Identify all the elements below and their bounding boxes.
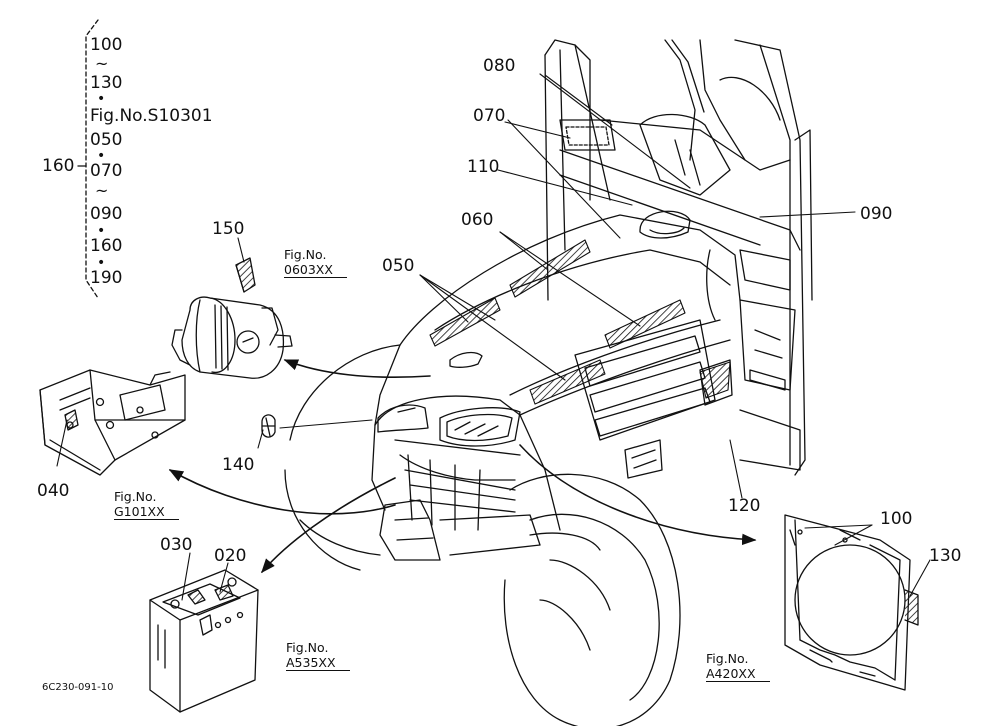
- list-entry: 130: [90, 73, 123, 93]
- list-entry: 190: [90, 268, 123, 288]
- callout-040: 040: [37, 481, 70, 501]
- figref-label: Fig.No.: [706, 651, 749, 666]
- emblem: [261, 414, 276, 438]
- callout-120: 120: [728, 496, 761, 516]
- list-entry: Fig.No.S10301: [90, 106, 213, 126]
- figref-number: G101XX: [114, 504, 179, 520]
- list-bracket: [77, 19, 99, 299]
- movement-arrows: [168, 359, 757, 574]
- list-entry: •: [97, 91, 106, 107]
- figref-number: A535XX: [286, 655, 350, 671]
- callout-020: 020: [214, 546, 247, 566]
- callout-100: 100: [880, 509, 913, 529]
- callout-090: 090: [860, 204, 893, 224]
- part-150-pad: [235, 257, 256, 293]
- figref-radiator-shroud: Fig.No. A420XX: [706, 651, 770, 682]
- callout-030: 030: [160, 535, 193, 555]
- callout-160: 160: [42, 156, 75, 176]
- front-frame: [39, 369, 186, 476]
- list-entry: •: [97, 255, 106, 271]
- callout-150: 150: [212, 219, 245, 239]
- callout-070: 070: [473, 106, 506, 126]
- list-entry: •: [97, 148, 106, 164]
- list-entry: 050: [90, 130, 123, 150]
- list-entry: 100: [90, 35, 123, 55]
- figref-front-frame: Fig.No. G101XX: [114, 489, 179, 520]
- figref-air-cleaner: Fig.No. 0603XX: [284, 247, 347, 278]
- list-entry: •: [97, 223, 106, 239]
- figref-label: Fig.No.: [284, 247, 327, 262]
- cab-frame: [544, 39, 813, 476]
- list-entry: 070: [90, 161, 123, 181]
- list-entry: ~: [95, 181, 109, 200]
- callout-140: 140: [222, 455, 255, 475]
- front-tire: [503, 473, 681, 726]
- figref-label: Fig.No.: [114, 489, 157, 504]
- figref-number: 0603XX: [284, 262, 347, 278]
- left-tire: [284, 344, 401, 571]
- list-entry: ~: [95, 54, 109, 73]
- front-end: [379, 499, 601, 561]
- callout-060: 060: [461, 210, 494, 230]
- radiator-shroud: [784, 514, 919, 691]
- drawing-code: 6C230-091-10: [42, 682, 114, 693]
- callout-130: 130: [929, 546, 962, 566]
- list-entry: 160: [90, 236, 123, 256]
- figref-number: A420XX: [706, 666, 770, 682]
- callout-050: 050: [382, 256, 415, 276]
- list-entry: 090: [90, 204, 123, 224]
- callout-080: 080: [483, 56, 516, 76]
- hood-decals: [429, 239, 731, 405]
- battery: [149, 569, 259, 713]
- leader-lines: [56, 73, 931, 601]
- figref-battery: Fig.No. A535XX: [286, 640, 350, 671]
- figref-label: Fig.No.: [286, 640, 329, 655]
- callout-110: 110: [467, 157, 500, 177]
- air-cleaner: [171, 296, 293, 379]
